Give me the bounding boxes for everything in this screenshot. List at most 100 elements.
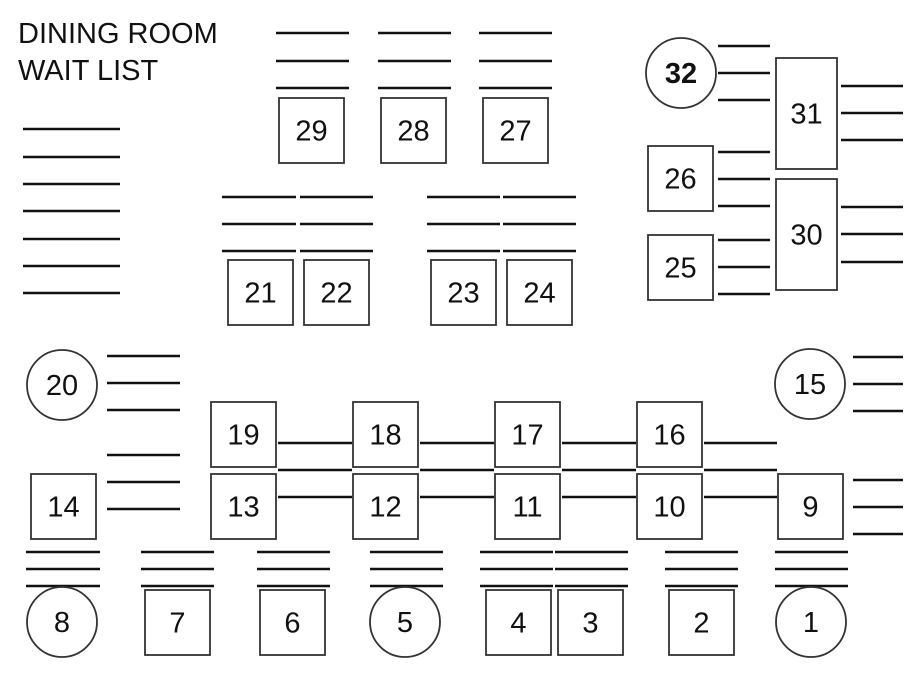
- table-number: 10: [653, 492, 685, 524]
- table-number: 18: [369, 420, 401, 452]
- table-number: 29: [295, 116, 327, 148]
- table-23[interactable]: 23: [430, 259, 497, 326]
- square-table-shape: [144, 589, 211, 656]
- table-2[interactable]: 2: [668, 589, 735, 656]
- table-number: 20: [46, 370, 78, 402]
- square-table-shape: [303, 259, 370, 326]
- table-number: 13: [227, 492, 259, 524]
- table-number: 14: [47, 492, 79, 524]
- table-18[interactable]: 18: [352, 401, 419, 468]
- table-6[interactable]: 6: [259, 589, 326, 656]
- square-table-shape: [647, 145, 714, 212]
- table-number: 26: [664, 164, 696, 196]
- table-19[interactable]: 19: [210, 401, 277, 468]
- table-15[interactable]: 15: [774, 348, 846, 420]
- square-table-shape: [430, 259, 497, 326]
- title-line-2: WAIT LIST: [18, 55, 158, 87]
- round-table-shape: [26, 349, 98, 421]
- table-number: 32: [665, 58, 697, 90]
- square-table-shape: [352, 473, 419, 540]
- table-number: 25: [664, 253, 696, 285]
- square-table-shape: [210, 401, 277, 468]
- square-table-shape: [227, 259, 294, 326]
- table-number: 17: [511, 420, 543, 452]
- square-table-shape: [494, 401, 561, 468]
- table-number: 12: [369, 492, 401, 524]
- table-number: 8: [54, 607, 70, 639]
- table-number: 31: [790, 99, 822, 131]
- square-table-shape: [777, 473, 844, 540]
- square-table-shape: [557, 589, 624, 656]
- table-number: 7: [169, 608, 185, 640]
- table-16[interactable]: 16: [636, 401, 703, 468]
- round-table-shape: [369, 586, 441, 658]
- table-number: 4: [510, 608, 526, 640]
- rect-table-shape: [775, 178, 838, 291]
- table-26[interactable]: 26: [647, 145, 714, 212]
- table-number: 28: [397, 116, 429, 148]
- square-table-shape: [210, 473, 277, 540]
- square-table-shape: [506, 259, 573, 326]
- round-table-shape: [774, 348, 846, 420]
- table-number: 5: [397, 607, 413, 639]
- table-number: 2: [693, 608, 709, 640]
- square-table-shape: [647, 234, 714, 301]
- table-number: 9: [802, 492, 818, 524]
- table-21[interactable]: 21: [227, 259, 294, 326]
- table-28[interactable]: 28: [380, 97, 447, 164]
- table-name-lines: [26, 31, 903, 588]
- square-table-shape: [636, 473, 703, 540]
- table-1[interactable]: 1: [775, 586, 847, 658]
- square-table-shape: [259, 589, 326, 656]
- square-table-shape: [494, 473, 561, 540]
- table-number: 1: [803, 607, 819, 639]
- table-9[interactable]: 9: [777, 473, 844, 540]
- table-5[interactable]: 5: [369, 586, 441, 658]
- table-number: 16: [653, 420, 685, 452]
- square-table-shape: [352, 401, 419, 468]
- table-17[interactable]: 17: [494, 401, 561, 468]
- table-32[interactable]: 32: [645, 37, 717, 109]
- table-3[interactable]: 3: [557, 589, 624, 656]
- table-number: 22: [320, 278, 352, 310]
- table-24[interactable]: 24: [506, 259, 573, 326]
- square-table-shape: [482, 97, 549, 164]
- table-10[interactable]: 10: [636, 473, 703, 540]
- table-14[interactable]: 14: [30, 473, 97, 540]
- table-7[interactable]: 7: [144, 589, 211, 656]
- square-table-shape: [278, 97, 345, 164]
- table-number: 6: [284, 608, 300, 640]
- table-number: 15: [794, 369, 826, 401]
- table-number: 27: [499, 116, 531, 148]
- rect-table-shape: [775, 57, 838, 170]
- round-table-shape: [775, 586, 847, 658]
- table-number: 24: [523, 278, 555, 310]
- table-8[interactable]: 8: [26, 586, 98, 658]
- table-4[interactable]: 4: [485, 589, 552, 656]
- table-12[interactable]: 12: [352, 473, 419, 540]
- square-table-shape: [485, 589, 552, 656]
- table-20[interactable]: 20: [26, 349, 98, 421]
- table-27[interactable]: 27: [482, 97, 549, 164]
- table-number: 3: [582, 608, 598, 640]
- square-table-shape: [668, 589, 735, 656]
- table-25[interactable]: 25: [647, 234, 714, 301]
- table-30[interactable]: 30: [775, 178, 838, 291]
- table-number: 30: [790, 220, 822, 252]
- table-number: 19: [227, 420, 259, 452]
- table-29[interactable]: 29: [278, 97, 345, 164]
- square-table-shape: [636, 401, 703, 468]
- square-table-shape: [380, 97, 447, 164]
- title-line-1: DINING ROOM: [18, 18, 218, 50]
- table-11[interactable]: 11: [494, 473, 561, 540]
- table-13[interactable]: 13: [210, 473, 277, 540]
- wait-list-lines: [23, 127, 120, 295]
- table-22[interactable]: 22: [303, 259, 370, 326]
- round-table-shape: [645, 37, 717, 109]
- round-table-shape: [26, 586, 98, 658]
- square-table-shape: [30, 473, 97, 540]
- table-31[interactable]: 31: [775, 57, 838, 170]
- table-number: 23: [447, 278, 479, 310]
